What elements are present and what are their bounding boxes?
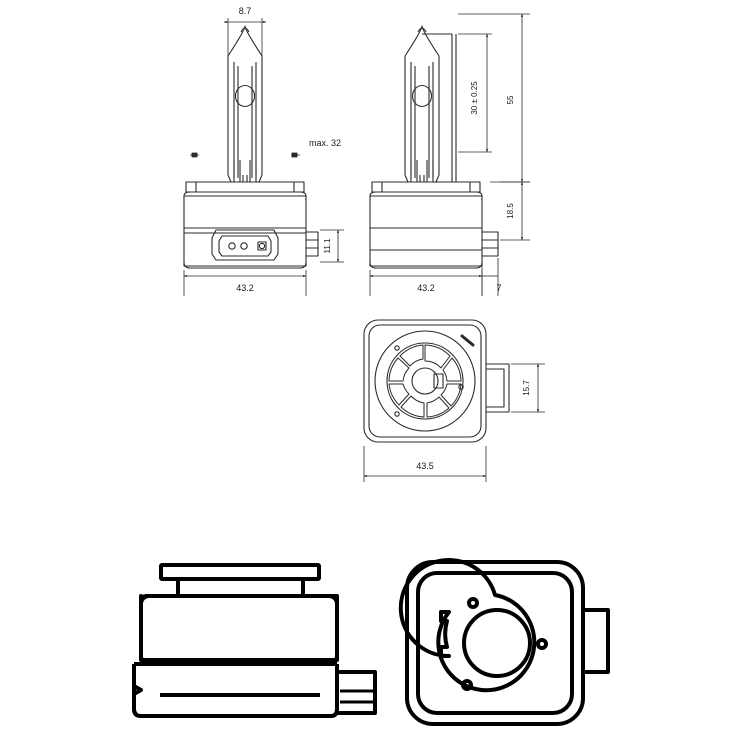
burner-pinch [233,160,257,182]
dimension-label-tab-thickness: 7 [496,283,501,293]
index-hole-top [394,345,400,351]
dimension-label-collar-height: 11.1 [323,238,332,254]
dimension-label-arc-position: 30 ± 0.25 [470,81,479,115]
base-body-bottom-bevel [369,261,483,269]
arc-max-marker-left [191,152,198,158]
dimension-label-base-width-1: 43.2 [236,283,254,293]
dimension-overall-height [458,13,530,183]
burner-tip [240,27,250,33]
dimension-label-overall-height: 55 [506,95,515,104]
burner-foot-left [404,174,421,183]
connector-hub [411,367,439,395]
segment-5 [400,395,425,418]
base-body-top-bevel [183,191,307,197]
segment-8 [399,344,424,367]
bold-index-hole-1 [467,597,479,609]
segment-7 [388,357,410,382]
contact-slot [257,241,267,251]
arc-chamber [234,84,256,108]
side-tab-front-lines [306,239,318,249]
bold-end-side-tab [583,608,610,674]
bold-base-skirt [132,664,339,718]
burner-foot-left [227,174,244,183]
connector-inner [218,235,272,257]
dimension-label-tab-width: 15.7 [522,380,531,396]
bold-flange-neck [176,579,305,598]
dimension-tab-width [511,363,545,413]
dimension-arc-position [458,33,492,153]
burner-pinch [410,160,434,182]
index-hole-bottom [394,411,400,417]
connector-outer-ring [374,330,476,432]
burner-tube-outline [404,25,440,175]
arc-chamber [411,84,433,108]
bold-side-view-base [132,563,377,718]
end-view-side-tab [486,363,510,413]
ignition-wire [451,34,457,182]
front-view-bulb [183,25,319,269]
end-view-base [363,319,510,443]
dimension-tab-thickness [481,258,499,296]
connector-segments [388,344,462,418]
dimension-label-base-height: 18.5 [506,203,515,219]
bold-base-body [138,593,339,662]
base-body-bottom-bevel [183,261,307,269]
segment-4 [426,396,450,418]
dimension-base-height [500,181,530,241]
dimension-label-base-width-2: 43.2 [417,283,435,293]
flange-plate [185,181,305,193]
bold-base-body-rect [139,594,339,666]
dimension-label-arc-max: max. 32 [309,138,341,148]
burner-tube-outline [227,25,263,175]
segment-6 [388,383,410,406]
end-view-outer-square [363,319,487,443]
dimension-label-base-width-3: 43.5 [416,461,434,471]
flange-inner-line [195,182,295,192]
contact-pin-3 [258,242,266,250]
bold-flange-rail [159,563,321,581]
dimension-collar-height [320,229,344,263]
arc-max-marker-right [291,152,298,158]
bold-index-hole-3 [461,679,473,691]
burner-foot-right [246,174,263,183]
connector-block [211,229,279,261]
bold-index-hole-2 [536,638,548,650]
end-view-inner-square [368,324,482,438]
segment-1 [424,344,451,369]
segment-3 [440,383,462,407]
side-tab-front [306,231,319,257]
side-tab-lines [482,239,498,249]
segment-2 [442,357,462,382]
bold-end-outer-square [405,560,585,726]
bold-key-ring-outer [398,558,537,693]
bold-base-skirt-left-notch [133,684,143,696]
dimension-top-width [223,18,267,58]
index-hole-right [458,384,464,390]
end-view-side-tab-inner [486,368,505,408]
dimension-base-width-3 [363,446,487,482]
dimension-arc-max [190,152,300,158]
base-body-top-bevel [369,191,483,197]
contact-pin-2 [240,242,248,250]
bold-key-ring-inner [462,608,532,678]
side-tab [482,231,499,257]
hub-key-slot [433,373,444,389]
base-body-outline [369,195,483,267]
corner-slot [460,334,475,347]
flange-inner-line [381,182,471,192]
flange-plate [371,181,481,193]
connector-mid-ring [386,342,464,420]
dimension-label-top-width: 8.7 [239,6,252,16]
dimension-base-width-1 [183,270,307,296]
contact-pin-1 [228,242,236,250]
burner-foot-right [423,174,440,183]
base-body-outline [183,195,307,267]
side-view-bulb [369,25,499,269]
bold-end-view-base [398,558,610,726]
burner-tip [417,27,427,33]
